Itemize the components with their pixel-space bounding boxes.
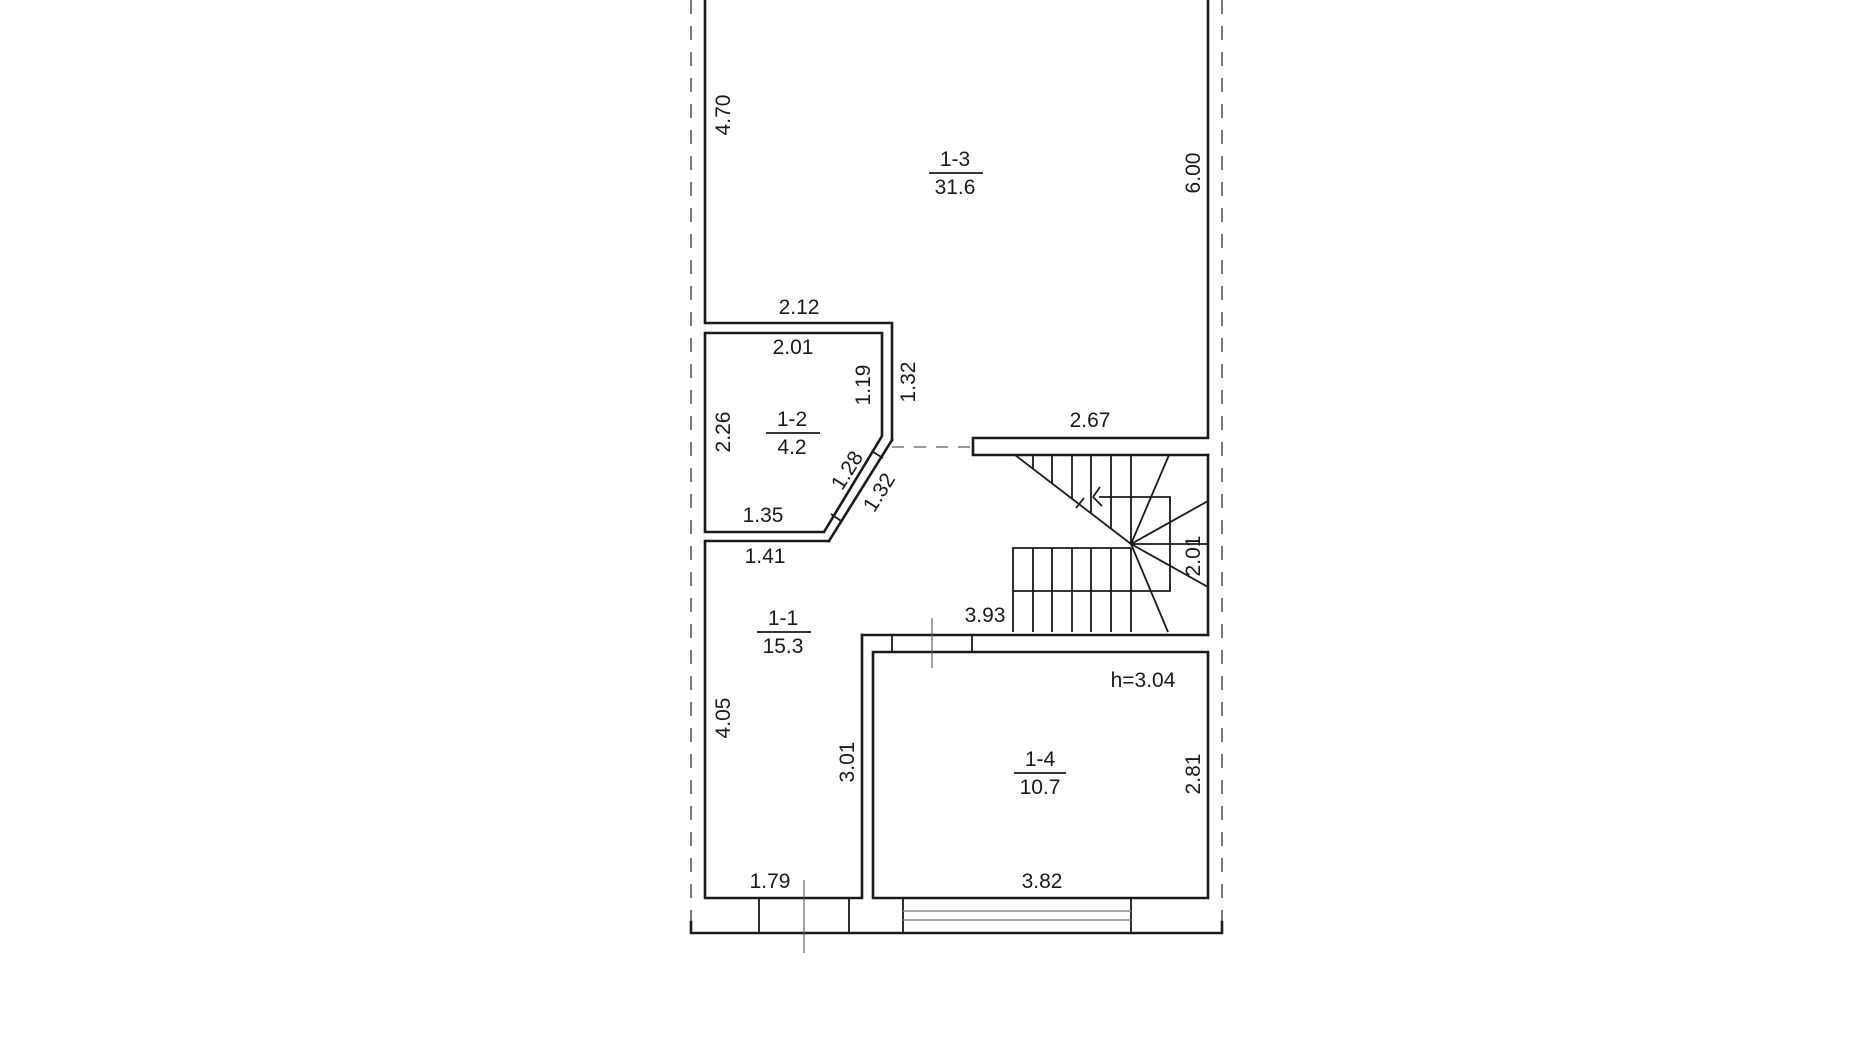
svg-text:1-1: 1-1 [768,607,798,630]
svg-text:4.2: 4.2 [777,436,806,459]
svg-text:1-3: 1-3 [940,148,970,171]
dim-r12-top: 2.01 [773,336,814,359]
dim-r13-notch: 1.32 [897,362,920,403]
dim-r11-top: 1.41 [745,545,786,568]
room-1-2-walls [703,331,894,543]
room-label-1-3: 1-3 31.6 [929,148,983,199]
svg-text:31.6: 31.6 [935,176,976,199]
dim-r13-left: 4.70 [712,95,735,136]
svg-text:15.3: 15.3 [763,635,804,658]
svg-text:1-2: 1-2 [777,408,807,431]
dim-r13-right: 6.00 [1182,153,1205,194]
dim-r12-right: 1.19 [852,365,875,406]
ceiling-height: h=3.04 [1111,669,1176,692]
staircase [1012,454,1209,633]
room-1-3-walls [703,0,1210,457]
room-1-4-walls [871,618,1210,900]
dim-r13-bottom-left: 2.12 [779,296,820,319]
dim-r12-left: 2.26 [712,412,735,453]
dim-stair-width: 3.93 [965,604,1006,627]
dim-r11-bottom: 1.79 [750,870,791,893]
dim-r11-right: 3.01 [836,742,859,783]
svg-text:10.7: 10.7 [1020,776,1061,799]
dim-r11-left: 4.05 [712,698,735,739]
outer-boundary [689,0,1224,935]
room-label-1-2: 1-2 4.2 [766,408,820,459]
dim-r13-bottom-right: 2.67 [1070,409,1111,432]
dim-stair-depth: 2.01 [1182,536,1205,577]
room-label-1-1: 1-1 15.3 [757,607,811,658]
dim-r12-bottom: 1.35 [743,504,784,527]
dim-r14-bottom: 3.82 [1022,870,1063,893]
dim-r12-diag-outer: 1.32 [859,469,900,516]
room-1-1-walls [703,453,1210,900]
bottom-openings [758,880,1132,953]
svg-text:1-4: 1-4 [1025,748,1056,771]
room-label-1-4: 1-4 10.7 [1014,748,1066,799]
dim-r14-right: 2.81 [1182,754,1205,795]
